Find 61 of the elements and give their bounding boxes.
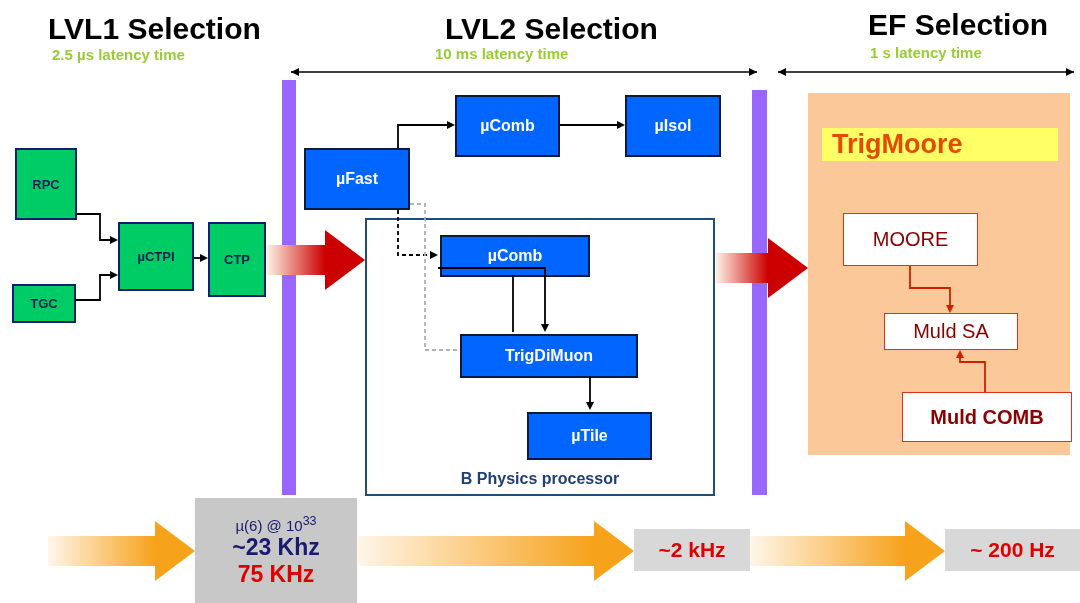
box-label: CTP bbox=[224, 252, 250, 267]
block-arrow bbox=[750, 521, 945, 581]
box-label: µComb bbox=[487, 247, 543, 265]
arrow bbox=[586, 375, 594, 410]
process-box bbox=[843, 213, 978, 266]
rate-box bbox=[195, 498, 357, 603]
arrow bbox=[437, 267, 549, 332]
rate-text: 75 KHz bbox=[237, 560, 315, 588]
rate-box bbox=[945, 529, 1080, 571]
box-label: RPC bbox=[32, 176, 60, 192]
arrow bbox=[909, 265, 954, 313]
box-label: µIsol bbox=[654, 117, 692, 135]
rate-text: µ(6) @ 10$^{33}$ bbox=[235, 513, 317, 534]
process-box bbox=[527, 412, 652, 460]
box-label: µComb bbox=[480, 117, 535, 135]
process-box bbox=[902, 392, 1072, 442]
process-box bbox=[884, 313, 1018, 350]
latency-note: 1 s latency time bbox=[870, 44, 982, 61]
box-label: Muld SA bbox=[913, 320, 989, 343]
block-arrow bbox=[357, 521, 634, 581]
rate-text: ~23 Khz bbox=[232, 533, 320, 561]
panel bbox=[808, 93, 1070, 455]
rate-text: ~ 200 Hz bbox=[970, 538, 1055, 562]
block-arrow bbox=[715, 238, 808, 298]
arrow bbox=[397, 209, 438, 259]
block-arrow bbox=[48, 521, 195, 581]
rate-text: ~2 kHz bbox=[658, 538, 726, 562]
latency-note: 2.5 µs latency time bbox=[52, 46, 185, 63]
process-box bbox=[440, 235, 590, 277]
box-label: µCTPI bbox=[137, 249, 175, 264]
process-box bbox=[625, 95, 721, 157]
arrow bbox=[76, 213, 118, 244]
arrow bbox=[397, 121, 455, 149]
process-box bbox=[455, 95, 560, 157]
box-label: Muld COMB bbox=[930, 405, 1044, 429]
group-title: B Physics processor bbox=[460, 470, 620, 488]
connector-line bbox=[512, 274, 514, 333]
stage-heading: LVL1 Selection bbox=[48, 12, 261, 46]
box-label: MOORE bbox=[872, 228, 949, 251]
arrow bbox=[75, 271, 118, 301]
block-arrow bbox=[266, 230, 365, 290]
arrow bbox=[956, 350, 986, 393]
latency-note: 10 ms latency time bbox=[435, 45, 569, 62]
box-label: TrigDiMuon bbox=[505, 347, 593, 365]
box-label: µFast bbox=[335, 170, 379, 188]
connector-line bbox=[409, 203, 459, 351]
stage-heading: LVL2 Selection bbox=[445, 12, 658, 46]
process-box bbox=[460, 334, 638, 378]
arrow bbox=[193, 254, 208, 262]
process-box bbox=[12, 284, 76, 323]
process-box bbox=[208, 222, 266, 297]
process-box bbox=[304, 148, 410, 210]
panel-heading: TrigMoore bbox=[822, 128, 1058, 161]
stage-heading: EF Selection bbox=[868, 8, 1049, 42]
box-label: µTile bbox=[571, 427, 608, 445]
process-box bbox=[15, 148, 77, 220]
group-box bbox=[365, 218, 715, 496]
box-label: TGC bbox=[30, 296, 58, 311]
rate-box bbox=[634, 529, 750, 571]
arrow bbox=[559, 121, 625, 129]
process-box bbox=[118, 222, 194, 291]
